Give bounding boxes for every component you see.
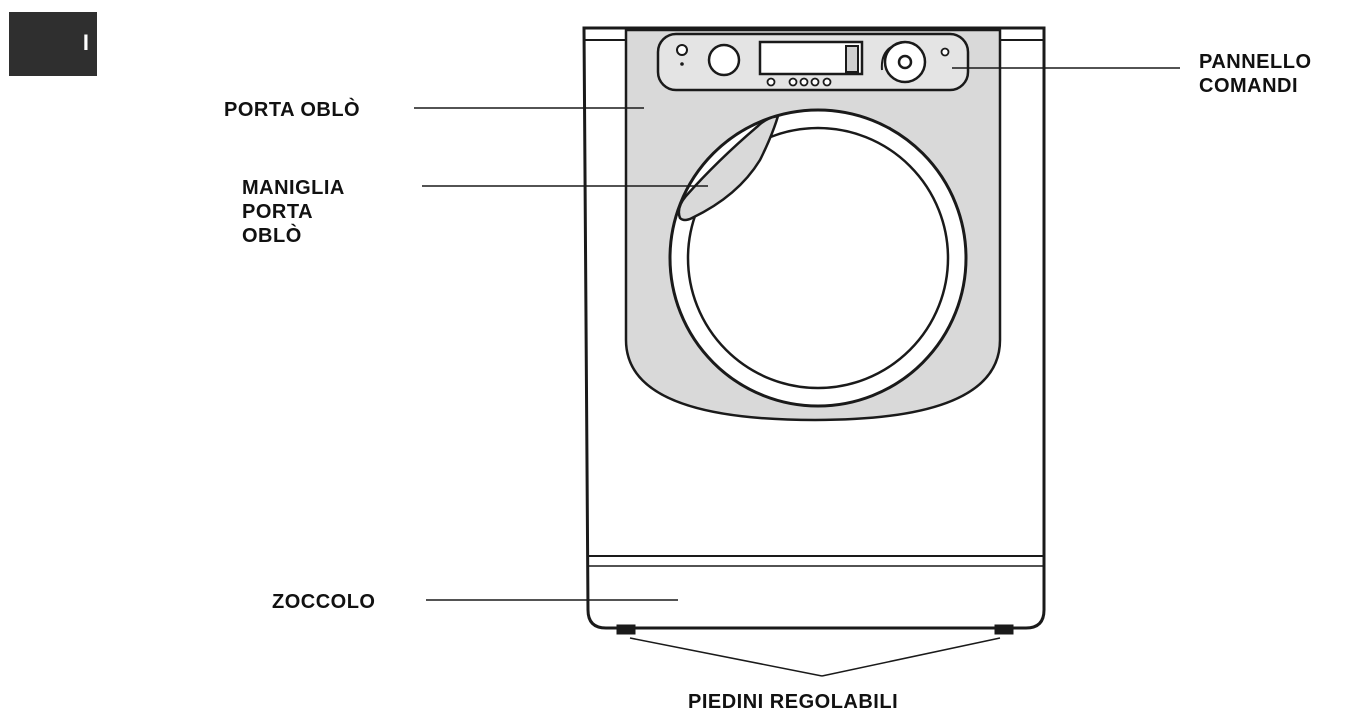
power-led (680, 62, 684, 66)
power-button (676, 44, 688, 56)
label-maniglia-line1: MANIGLIA (242, 177, 345, 199)
option-button-4 (810, 77, 820, 87)
label-piedini: PIEDINI REGOLABILI (688, 691, 898, 713)
program-knob-arc (880, 41, 906, 71)
label-zoccolo: ZOCCOLO (272, 591, 376, 613)
leader-piedini-right (821, 637, 1001, 677)
door-glass (686, 126, 950, 390)
label-maniglia-line3: OBLÒ (242, 223, 302, 247)
leader-piedini-left (629, 637, 823, 677)
label-maniglia-line2: PORTA (242, 201, 313, 223)
label-pannello-line2: COMANDI (1199, 75, 1298, 97)
option-button-3 (799, 77, 809, 87)
label-porta-oblo: PORTA OBLÒ (224, 97, 360, 121)
control-panel (656, 32, 970, 92)
option-button-1 (766, 77, 776, 87)
option-button-5 (822, 77, 832, 87)
language-tab: I (9, 12, 97, 76)
label-pannello-line1: PANNELLO (1199, 51, 1312, 73)
left-foot (616, 624, 636, 635)
display-tab (845, 45, 859, 73)
door (668, 108, 968, 408)
left-knob (707, 43, 741, 77)
start-led (940, 47, 950, 57)
program-knob-inner (897, 54, 913, 70)
door-handle (677, 114, 780, 222)
option-button-2 (788, 77, 798, 87)
language-tab-label: I (82, 30, 89, 55)
leader-lines (414, 67, 1180, 677)
right-foot (994, 624, 1014, 635)
